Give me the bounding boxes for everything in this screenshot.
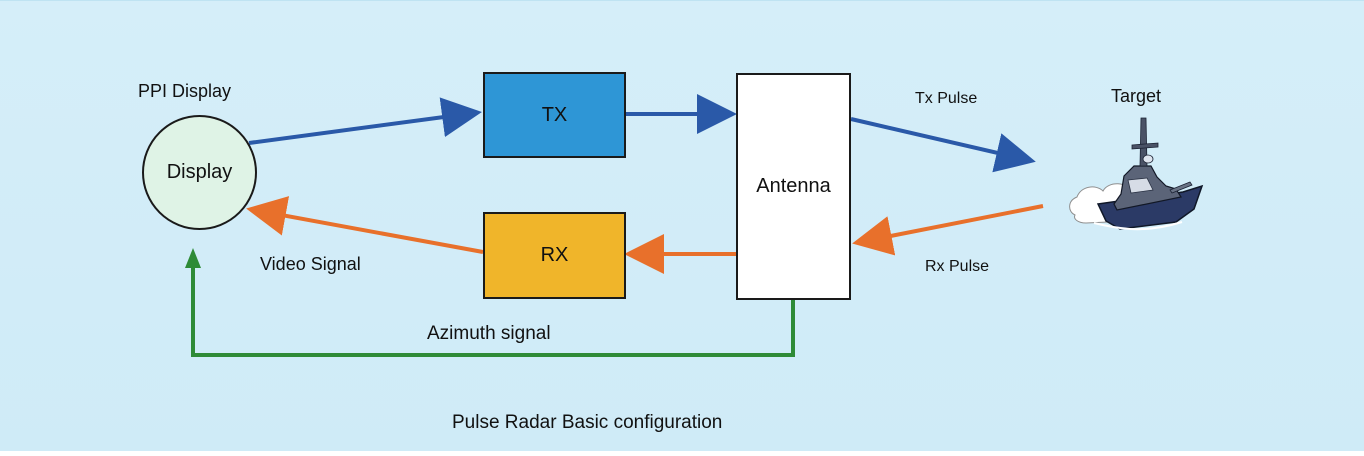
target-caption: Target: [1111, 86, 1162, 106]
ship-mast-crossbar: [1131, 142, 1159, 150]
antenna-label: Antenna: [756, 175, 831, 197]
display-to-tx-arrow: [248, 97, 482, 145]
video-signal-label: Video Signal: [260, 254, 361, 274]
tx-box: TX: [483, 72, 626, 158]
target-to-antenna-arrow: [852, 204, 1044, 256]
diagram-title: Pulse Radar Basic configuration: [452, 412, 723, 433]
ship-wave: [1093, 221, 1183, 231]
antenna-box: Antenna: [736, 73, 851, 300]
display-label: Display: [166, 161, 233, 183]
rx-pulse-label: Rx Pulse: [925, 258, 990, 275]
azimuth-arrow-head: [185, 248, 201, 268]
tx-pulse-label: Tx Pulse: [915, 90, 978, 107]
rx-box: RX: [483, 212, 626, 299]
rx-to-display-arrow: [246, 196, 484, 254]
ship-gun: [1169, 181, 1193, 194]
ship-bridge: [1127, 177, 1154, 194]
warship-icon: [1069, 117, 1204, 231]
antenna-to-target-arrow: [850, 117, 1036, 173]
ship-mast: [1139, 117, 1148, 167]
azimuth-signal-line: [191, 256, 795, 357]
rx-label: RX: [540, 244, 569, 266]
azimuth-signal-label: Azimuth signal: [427, 323, 551, 344]
display-caption: PPI Display: [138, 81, 232, 101]
ship-radar-dish: [1142, 154, 1154, 164]
display-node: Display: [142, 115, 257, 230]
tx-label: TX: [541, 103, 568, 126]
